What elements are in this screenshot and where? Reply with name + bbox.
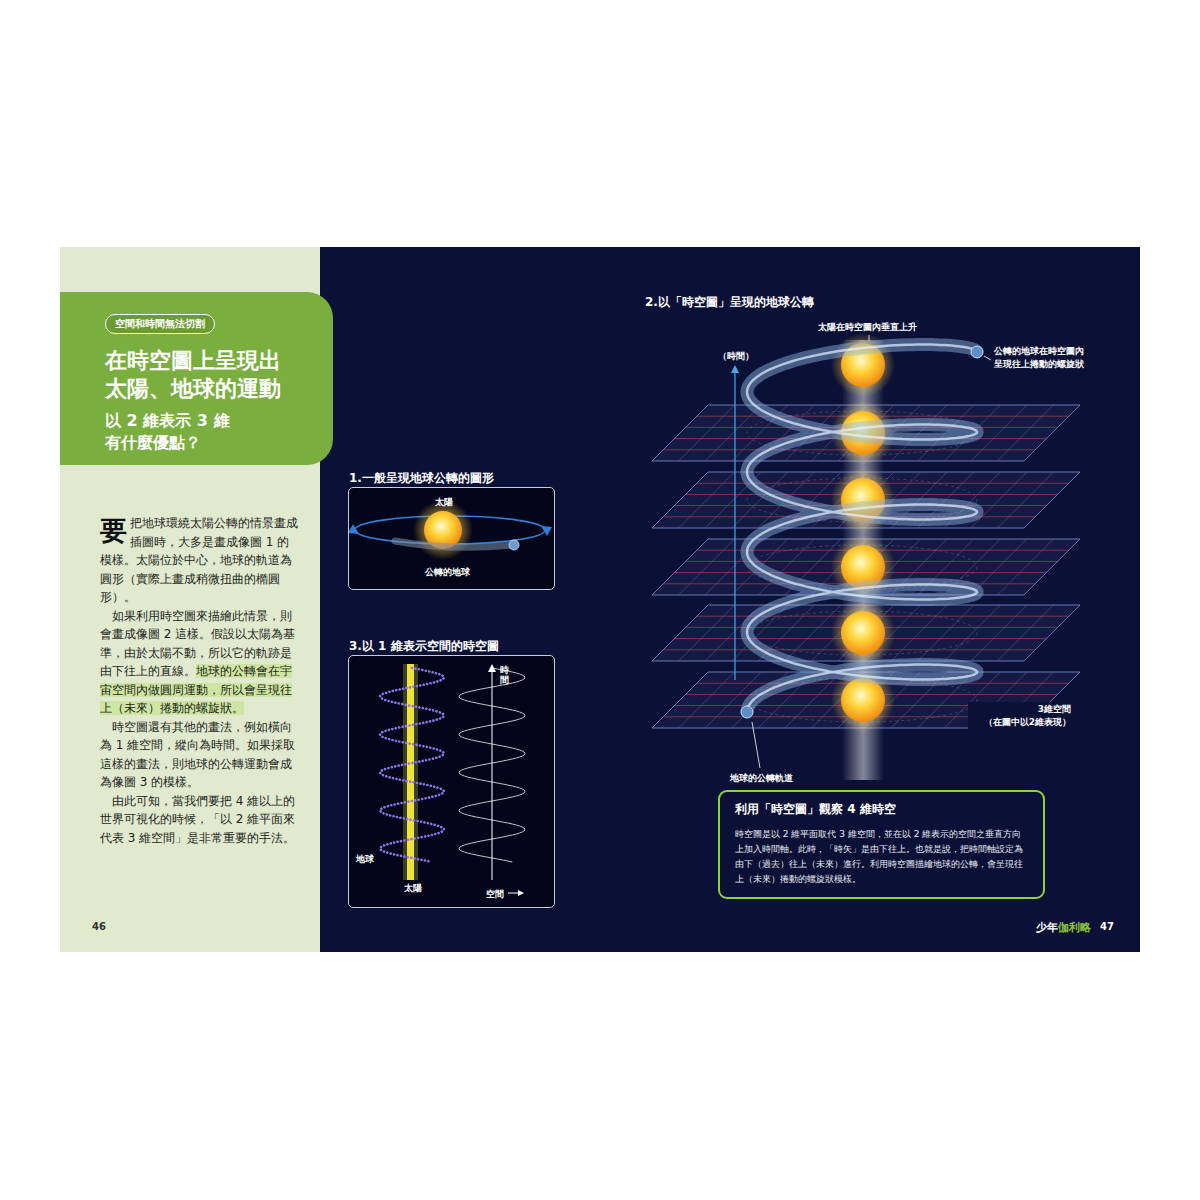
figure-heading: 1.一般呈現地球公轉的圖形 (349, 470, 494, 487)
earth-helix-dots (380, 668, 444, 862)
body-paragraph: 如果利用時空圖來描繪此情景，則會畫成像圖 2 這樣。假設以太陽為基準，由於太陽不… (100, 607, 300, 718)
info-box: 利用「時空圖」觀察 4 維時空時空圖是以 2 維平面取代 3 維空間，並在以 2… (718, 790, 1045, 899)
callout-label: 3維空間 （在圖中以2維表現） (968, 702, 1074, 730)
earth-helix-core (747, 345, 977, 713)
earth (741, 706, 753, 718)
body-paragraph: 時空圖還有其他的畫法，例如橫向為 1 維空間，縱向為時間。如果採取這樣的畫法，則… (100, 718, 300, 792)
page-number: 46 (92, 921, 106, 932)
earth-trail (395, 541, 512, 547)
page-title: 在時空圖上呈現出 太陽、地球的運動 (105, 347, 305, 403)
page-subtitle: 以 2 維表示 3 維 有什麼優點？ (105, 410, 265, 454)
topic-text: 空間和時間無法切割 (115, 317, 205, 331)
grid-line (679, 672, 735, 728)
orbit-arrow (348, 524, 359, 534)
grid-line (971, 605, 1027, 661)
earth (509, 540, 519, 550)
sun-glow (831, 601, 895, 665)
axis-label: （時間） (718, 350, 754, 363)
grid-line (944, 605, 1000, 661)
leader-line (752, 722, 760, 768)
sun-track-glow (403, 664, 418, 880)
sun (841, 611, 885, 655)
sun-glow (413, 500, 473, 560)
figure-panel: 3.以 1 維表示空間的時空圖時間地球太陽空間 (348, 655, 555, 908)
sun-track (407, 664, 414, 880)
body-paragraph: 要把地球環繞太陽公轉的情景畫成插圖時，大多是畫成像圖 1 的模樣。太陽位於中心，… (100, 514, 300, 607)
series-name-accent: 伽利略 (1058, 920, 1091, 935)
figure-heading: 2.以「時空圖」呈現的地球公轉 (645, 294, 814, 311)
body-paragraph: 由此可知，當我們要把 4 維以上的世界可視化的時候，「以 2 維平面來代表 3 … (100, 792, 300, 848)
grid-line (679, 472, 735, 528)
figure-heading: 3.以 1 維表示空間的時空圖 (349, 638, 499, 655)
orbit-trace (747, 611, 977, 655)
grid-line (997, 405, 1053, 461)
callout-label: 公轉的地球在時空圖內呈現往上捲動的螺旋狀 (994, 345, 1088, 371)
panel-ground (348, 655, 555, 908)
info-body: 時空圖是以 2 維平面取代 3 維空間，並在以 2 維表示的空間之垂直方向上加入… (735, 827, 1028, 887)
figure-panel: 1.一般呈現地球公轉的圖形太陽公轉的地球 (348, 487, 555, 590)
axis-label: 時間 (500, 666, 509, 686)
axis-arrowhead (731, 365, 739, 373)
sun (841, 678, 885, 722)
axis-label: 空間 (486, 888, 504, 901)
page-number: 47 (1100, 921, 1114, 932)
series-name: 少年 (1036, 920, 1058, 935)
topic-pill: 空間和時間無法切割 (105, 314, 215, 334)
space-plane (652, 605, 1080, 661)
header-tab: 在時空圖上呈現出 太陽、地球的運動以 2 維表示 3 維 有什麼優點？ 空間和時間… (60, 292, 333, 465)
grid-line (679, 605, 735, 661)
leader-line (869, 335, 870, 341)
callout-label: 太陽在時空圖內垂直上升 (818, 321, 917, 334)
grid-line (997, 539, 1053, 595)
leader-line (984, 356, 991, 360)
part-label: 太陽 (435, 496, 453, 509)
grid-line (997, 605, 1053, 661)
orbit-arrow (541, 526, 552, 536)
time-axis (492, 670, 493, 880)
grid-line (679, 539, 735, 595)
earth-helix-band (747, 345, 977, 713)
grid-line (891, 605, 947, 661)
part-label: 地球 (356, 853, 374, 866)
part-label: 公轉的地球 (425, 566, 470, 579)
grid-line (997, 472, 1053, 528)
panel-ground (348, 487, 555, 590)
info-heading: 利用「時空圖」觀察 4 維時空 (735, 801, 896, 818)
grid-line (918, 605, 974, 661)
time-axis (734, 372, 735, 680)
callout-label: 地球的公轉軌道 (730, 772, 793, 785)
part-label: 太陽 (404, 882, 422, 895)
grid-line (971, 472, 1027, 528)
body-text: 要把地球環繞太陽公轉的情景畫成插圖時，大多是畫成像圖 1 的模樣。太陽位於中心，… (100, 514, 300, 847)
axis-arrowhead (488, 664, 496, 672)
axis-arrowhead (518, 890, 524, 896)
grid-line (679, 405, 735, 461)
earth (971, 346, 983, 358)
